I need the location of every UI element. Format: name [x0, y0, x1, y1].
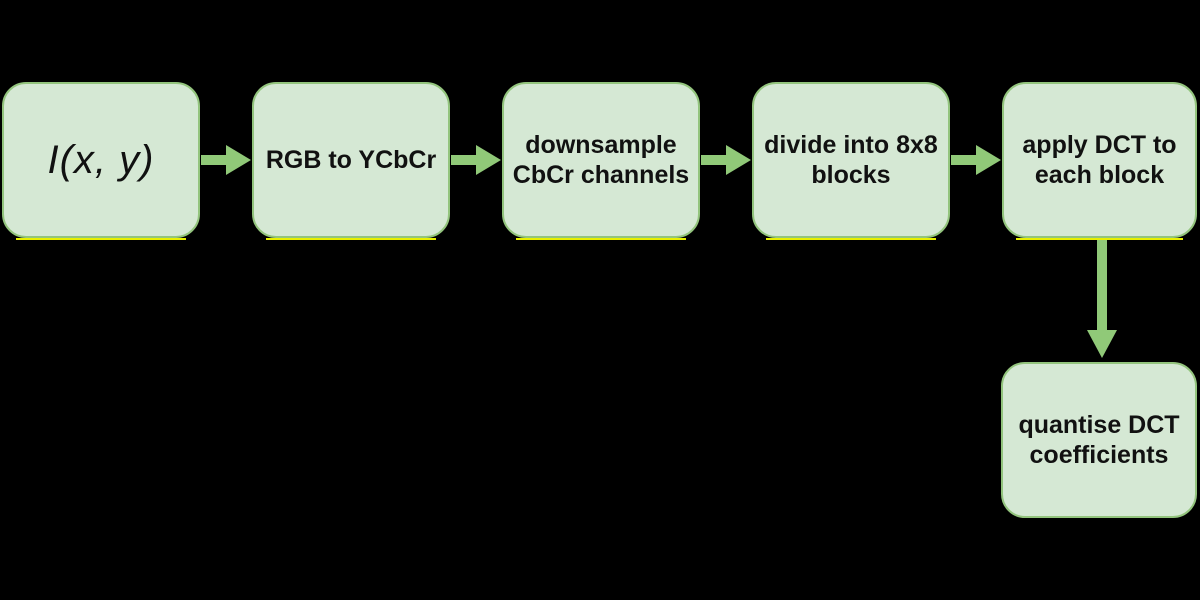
flow-node-quantise-dct-label: quantise DCT coefficients — [1018, 411, 1180, 469]
flow-node-apply-dct: apply DCT to each block — [1002, 82, 1197, 240]
flow-node-downsample-cbcr: downsample CbCr channels — [502, 82, 700, 240]
flow-node-divide-8x8-label: divide into 8x8 blocks — [764, 131, 938, 189]
flow-node-rgb-to-ycbcr-label: RGB to YCbCr — [265, 146, 437, 174]
flow-node-quantise-dct: quantise DCT coefficients — [1001, 362, 1197, 518]
flow-node-input-image-label: I(x, y) — [47, 138, 155, 182]
flow-node-input-image: I(x, y) — [2, 82, 200, 240]
arrow-downsample-to-divide-icon — [701, 145, 751, 175]
arrow-input-to-rgb-icon — [201, 145, 251, 175]
flow-node-downsample-cbcr-label: downsample CbCr channels — [512, 131, 690, 189]
flow-node-apply-dct-label: apply DCT to each block — [1022, 131, 1177, 189]
flow-node-rgb-to-ycbcr: RGB to YCbCr — [252, 82, 450, 240]
arrow-divide-to-dct-icon — [951, 145, 1001, 175]
arrow-dct-to-quantise-icon — [1087, 240, 1117, 358]
arrow-rgb-to-downsample-icon — [451, 145, 501, 175]
flow-node-divide-8x8: divide into 8x8 blocks — [752, 82, 950, 240]
